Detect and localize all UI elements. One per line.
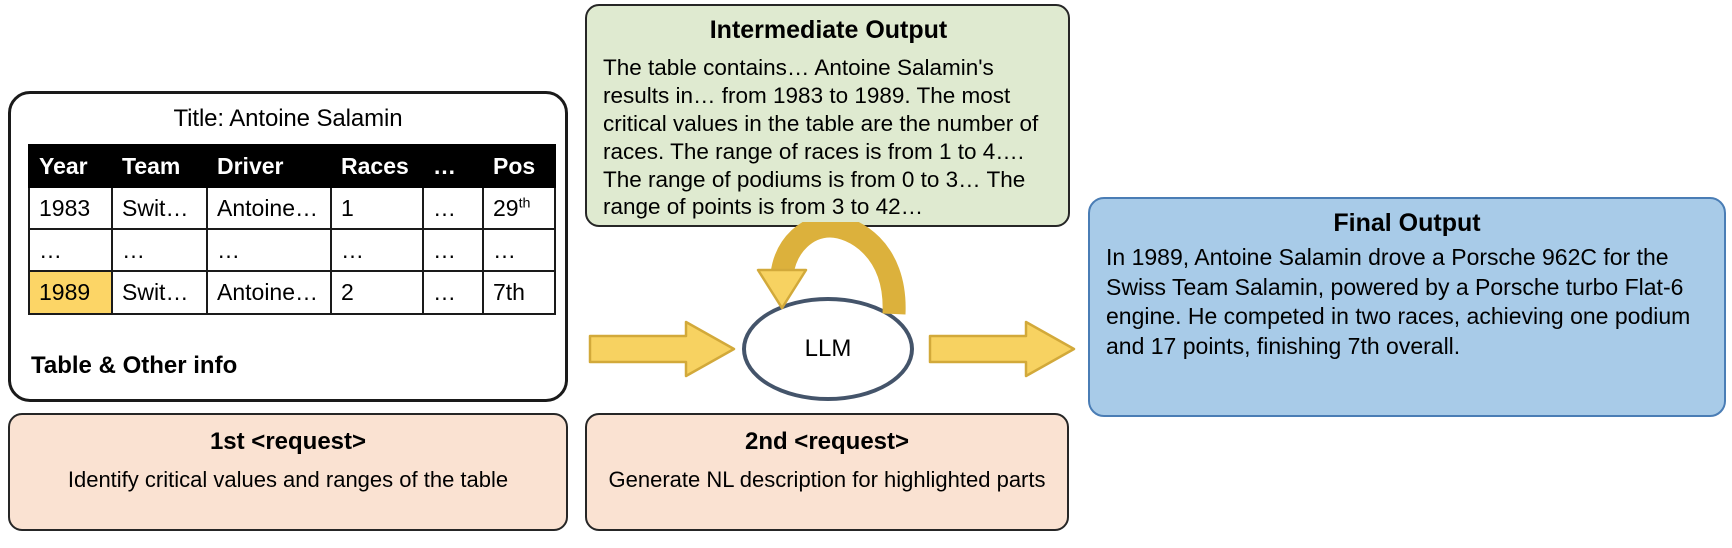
column-header-ellipsis: … xyxy=(422,143,484,189)
second-request-title: 2nd <request> xyxy=(744,428,910,455)
first-request-box: 1st <request> Identify critical values a… xyxy=(8,413,568,531)
results-table: Year Team Driver Races … Pos 1983 Swit… … xyxy=(28,143,556,315)
cell-team: … xyxy=(111,228,208,273)
cell-ellipsis: … xyxy=(422,270,484,315)
intermediate-output-body: The table contains… Antoine Salamin's re… xyxy=(603,55,1039,220)
cell-year-highlighted: 1989 xyxy=(28,270,113,315)
column-header-year: Year xyxy=(28,143,113,189)
second-request-body: Generate NL description for highlighted … xyxy=(608,466,1046,492)
cell-ellipsis: … xyxy=(422,228,484,273)
first-request-title: 1st <request> xyxy=(209,428,367,455)
second-request-box: 2nd <request> Generate NL description fo… xyxy=(585,413,1069,531)
cell-pos: … xyxy=(482,228,556,273)
table-title: Title: Antoine Salamin xyxy=(173,105,403,132)
cell-team: Swit… xyxy=(111,186,208,231)
cell-pos: 29th xyxy=(482,186,556,231)
cell-pos: 7th xyxy=(482,270,556,315)
cell-driver: … xyxy=(206,228,332,273)
final-output-title: Final Output xyxy=(1333,209,1481,237)
intermediate-output-title: Intermediate Output xyxy=(709,16,948,44)
cell-year: 1983 xyxy=(28,186,113,231)
table-other-info-label: Table & Other info xyxy=(31,352,238,379)
column-header-races: Races xyxy=(330,143,424,189)
cell-driver: Antoine… xyxy=(206,186,332,231)
cell-pos-suffix: th xyxy=(518,195,531,212)
table-input-panel: Title: Antoine Salamin Year Team Driver … xyxy=(8,91,568,402)
column-header-pos: Pos xyxy=(482,143,556,189)
cell-races: 2 xyxy=(330,270,424,315)
column-header-team: Team xyxy=(111,143,208,189)
intermediate-output-box: Intermediate Output The table contains… … xyxy=(585,4,1070,227)
llm-ellipse: LLM xyxy=(742,297,914,401)
llm-node: LLM xyxy=(742,297,914,401)
column-header-driver: Driver xyxy=(206,143,332,189)
first-request-body: Identify critical values and ranges of t… xyxy=(67,466,509,492)
cell-races: … xyxy=(330,228,424,273)
table-header-row: Year Team Driver Races … Pos xyxy=(28,143,556,189)
table-row: … … … … … … xyxy=(28,228,556,273)
llm-label: LLM xyxy=(804,335,852,362)
cell-year: … xyxy=(28,228,113,273)
final-output-body: In 1989, Antoine Salamin drove a Porsche… xyxy=(1106,244,1691,359)
cell-pos-value: 29 xyxy=(493,195,519,222)
self-loop-arrow-icon xyxy=(756,222,906,315)
cell-races: 1 xyxy=(330,186,424,231)
table-row: 1983 Swit… Antoine… 1 … 29th xyxy=(28,186,556,231)
final-output-box: Final Output In 1989, Antoine Salamin dr… xyxy=(1088,197,1726,417)
cell-driver: Antoine… xyxy=(206,270,332,315)
output-arrow-icon xyxy=(928,320,1076,378)
cell-ellipsis: … xyxy=(422,186,484,231)
table-row-highlighted: 1989 Swit… Antoine… 2 … 7th xyxy=(28,270,556,315)
cell-team: Swit… xyxy=(111,270,208,315)
input-arrow-icon xyxy=(588,320,736,378)
